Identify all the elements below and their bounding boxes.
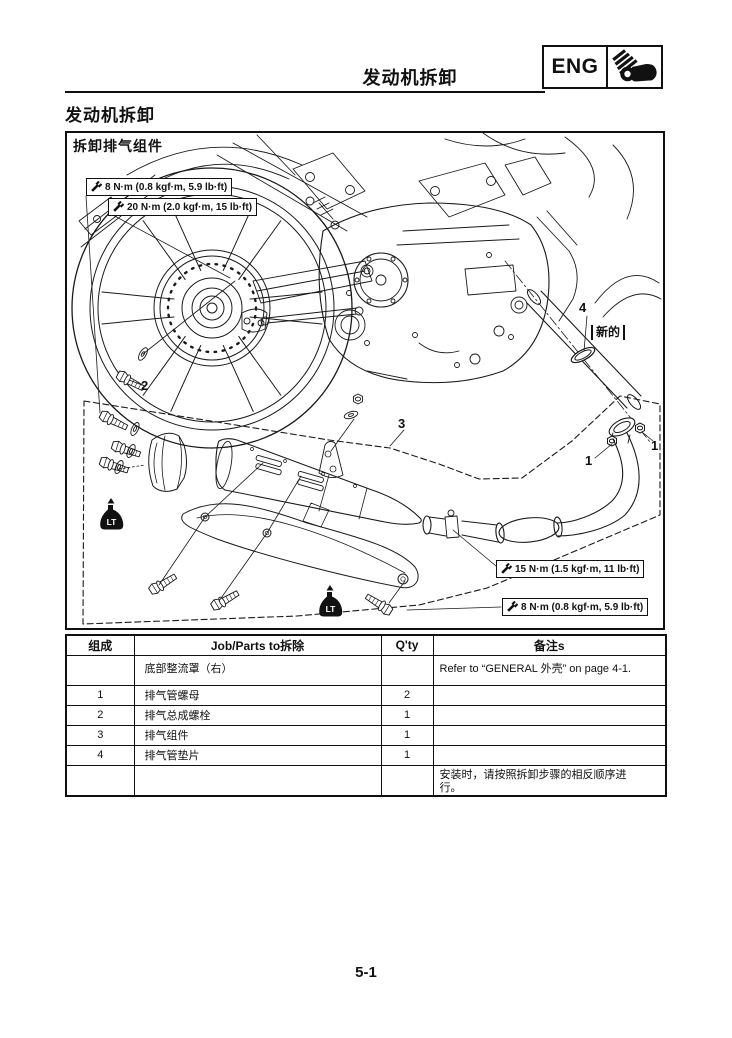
torque-text: 20 N·m (2.0 kgf·m, 15 lb·ft): [127, 201, 253, 213]
cell-order: 2: [65, 704, 135, 726]
page-header-title: 发动机拆卸: [362, 68, 458, 88]
cell-job: 排气管垫片: [133, 744, 382, 766]
callout-4: 4: [579, 300, 587, 315]
cell-qty: 1: [380, 744, 434, 766]
col-header-remarks: 备注s: [432, 634, 667, 656]
leader-lines: [85, 195, 654, 611]
lt-label-right: LT: [326, 604, 337, 614]
swingarm: [241, 196, 374, 333]
table-row: 4 排气管垫片 1: [65, 744, 667, 766]
downpipe-and-gasket: [504, 260, 651, 447]
engine-icon: [608, 47, 661, 87]
table-row: 底部整流罩（右） Refer to “GENERAL 外壳” on page 4…: [65, 654, 667, 686]
header-pipe: [422, 432, 640, 544]
cell-order: [65, 764, 135, 796]
parts-table: 组成 Job/Parts to拆除 Q'ty 备注s 底部整流罩（右） Refe…: [65, 634, 667, 797]
cell-remarks: [432, 704, 667, 726]
muffler-end-cap: [148, 432, 187, 492]
rear-wheel: [71, 167, 353, 449]
col-header-qty: Q'ty: [380, 634, 434, 656]
header-rule: [65, 91, 545, 93]
remarks-text: 安装时，请按照拆卸步骤的相反顺序进行。: [439, 768, 627, 794]
wrench-icon: [501, 563, 512, 574]
table-row: 1 排气管螺母 2: [65, 684, 667, 706]
torque-callout-3: 15 N·m (1.5 kgf·m, 11 lb·ft): [496, 560, 645, 578]
torque-callout-4: 8 N·m (0.8 kgf·m, 5.9 lb·ft): [502, 598, 649, 616]
torque-text: 8 N·m (0.8 kgf·m, 5.9 lb·ft): [105, 181, 228, 193]
exploded-diagram: LT LT 拆卸排气组件: [65, 131, 665, 630]
callout-1b: 1: [651, 438, 659, 453]
cell-remarks: [432, 744, 667, 766]
table-header-row: 组成 Job/Parts to拆除 Q'ty 备注s: [65, 634, 667, 656]
callout-1a: 1: [585, 453, 593, 468]
muffler: [215, 438, 422, 525]
callout-3: 3: [398, 416, 406, 431]
torque-text: 8 N·m (0.8 kgf·m, 5.9 lb·ft): [521, 601, 644, 613]
diagram-caption: 拆卸排气组件: [73, 138, 163, 154]
page-number: 5-1: [355, 964, 377, 981]
cell-qty: [380, 654, 434, 686]
cell-qty: [380, 764, 434, 796]
table-row: 3 排气组件 1: [65, 724, 667, 746]
col-header-order: 组成: [65, 634, 135, 656]
assembly-dashed-outline: [82, 395, 661, 625]
table-row: 安装时，请按照拆卸步骤的相反顺序进行。: [65, 764, 667, 796]
exhaust-diagram-art: LT LT: [71, 133, 662, 625]
cell-remarks: 安装时，请按照拆卸步骤的相反顺序进行。: [432, 764, 667, 796]
cell-order: 1: [65, 684, 135, 706]
fender-and-frame: [78, 133, 662, 318]
lt-label-left: LT: [107, 517, 118, 527]
engine: [318, 202, 578, 384]
new-part-label: 新的: [591, 325, 626, 340]
cell-remarks: [432, 724, 667, 746]
cell-order: 4: [65, 744, 135, 766]
torque-callout-2: 20 N·m (2.0 kgf·m, 15 lb·ft): [108, 198, 258, 216]
wrench-icon: [113, 201, 124, 212]
chapter-code: ENG: [544, 47, 608, 87]
cell-job: 排气组件: [133, 724, 382, 746]
wrench-icon: [507, 601, 518, 612]
cell-qty: 1: [380, 704, 434, 726]
cell-job: [133, 764, 382, 796]
wrench-icon: [91, 181, 102, 192]
cell-qty: 2: [380, 684, 434, 706]
cell-qty: 1: [380, 724, 434, 746]
section-title: 发动机拆卸: [65, 106, 155, 125]
cell-job: 排气管螺母: [133, 684, 382, 706]
cell-remarks: Refer to “GENERAL 外壳” on page 4-1.: [432, 654, 667, 686]
cell-order: [65, 654, 135, 686]
callout-2: 2: [141, 378, 149, 393]
torque-callout-1: 8 N·m (0.8 kgf·m, 5.9 lb·ft): [86, 178, 233, 196]
col-header-job: Job/Parts to拆除: [133, 634, 382, 656]
torque-text: 15 N·m (1.5 kgf·m, 11 lb·ft): [515, 563, 640, 575]
cell-job: 排气总成螺栓: [133, 704, 382, 726]
chapter-tab: ENG: [542, 45, 663, 89]
cell-job: 底部整流罩（右）: [133, 654, 382, 686]
cell-remarks: [432, 684, 667, 706]
cell-order: 3: [65, 724, 135, 746]
heat-shield: [181, 502, 419, 589]
table-row: 2 排气总成螺栓 1: [65, 704, 667, 726]
